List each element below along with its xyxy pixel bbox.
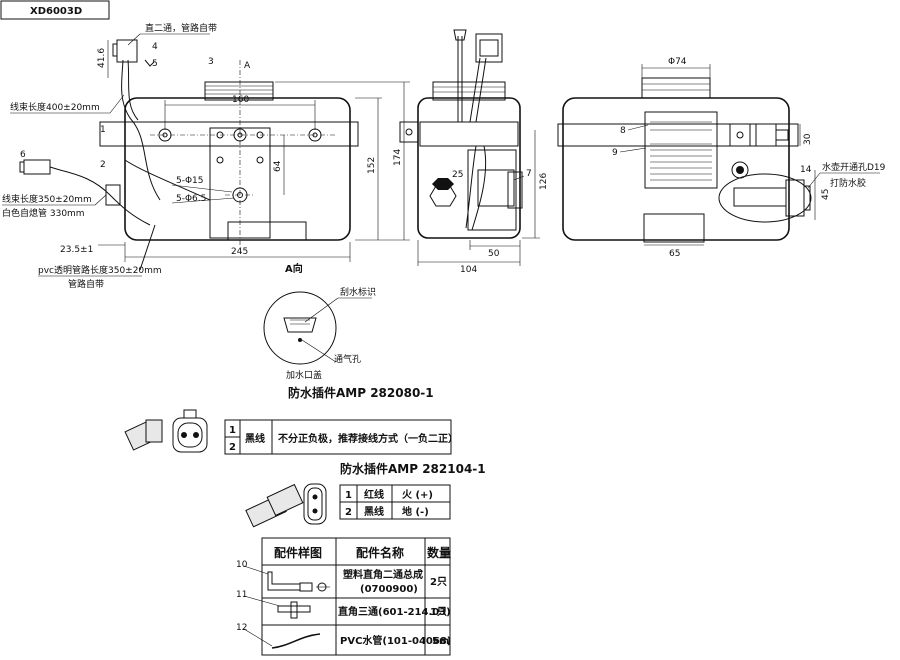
svg-text:2只: 2只 xyxy=(430,576,447,588)
view-arrow-a: A xyxy=(244,61,251,71)
harness-len-350: 线束长度350±20mm xyxy=(2,193,92,205)
dim-phi15: 5-Φ15 xyxy=(176,176,204,186)
part-11-sample xyxy=(277,601,311,619)
svg-text:1: 1 xyxy=(345,490,352,501)
svg-text:8: 8 xyxy=(620,126,626,136)
dim-phi74: Φ74 xyxy=(668,57,687,67)
rear-pump xyxy=(643,213,705,243)
svg-text:(0700900): (0700900) xyxy=(360,584,418,595)
svg-text:不分正负极，推荐接线方式（一负二正）: 不分正负极，推荐接线方式（一负二正） xyxy=(278,432,458,445)
svg-text:11: 11 xyxy=(236,590,247,600)
dim-64: 64 xyxy=(273,160,283,172)
dim-phi6-5: 5-Φ6.5 xyxy=(176,194,206,204)
part-10-sample xyxy=(267,571,330,592)
svg-text:5m: 5m xyxy=(432,636,449,647)
dim-245: 245 xyxy=(231,247,248,257)
svg-text:直角三通(601-214.03): 直角三通(601-214.03) xyxy=(338,605,451,618)
svg-text:配件名称: 配件名称 xyxy=(356,545,404,560)
connector2-icon xyxy=(245,483,327,528)
svg-text:2: 2 xyxy=(229,442,236,453)
tank-body xyxy=(124,97,351,241)
dim-25: 25 xyxy=(452,170,463,180)
dim-41-6: 41.6 xyxy=(97,48,107,68)
pvc-tube-label-2: 管路自带 xyxy=(68,278,104,290)
svg-text:14: 14 xyxy=(800,165,812,175)
svg-text:塑料直角二通总成: 塑料直角二通总成 xyxy=(343,568,423,581)
label-sticker xyxy=(644,111,718,189)
svg-text:黑线: 黑线 xyxy=(245,432,265,445)
callout-3way: 直二通，管路自带 xyxy=(145,22,217,34)
svg-text:6: 6 xyxy=(20,150,26,160)
cap-label: 加水口盖 xyxy=(286,369,322,381)
side-connector xyxy=(475,33,503,63)
svg-text:2: 2 xyxy=(100,160,106,170)
svg-text:2: 2 xyxy=(345,507,352,518)
dim-30: 30 xyxy=(803,133,813,145)
water-mark-label: 刮水标识 xyxy=(340,286,376,298)
bracket-band xyxy=(99,121,359,147)
parts-table: 配件样图 配件名称 数量 10 塑料直角二通总成 (0700900) 2只 11… xyxy=(236,537,451,656)
dim-126: 126 xyxy=(539,173,549,190)
svg-text:数量: 数量 xyxy=(427,545,451,560)
svg-text:配件样图: 配件样图 xyxy=(274,545,322,560)
dim-65: 65 xyxy=(669,249,680,259)
front-view: 160 64 245 152 174 41.6 直二通，管路自带 线束长度400… xyxy=(2,22,410,290)
svg-text:火 (+): 火 (+) xyxy=(402,489,433,501)
dim-104: 104 xyxy=(460,265,477,275)
svg-text:4: 4 xyxy=(152,42,158,52)
view-a-title: A向 xyxy=(285,262,303,275)
white-tube: 白色自熄管 330mm xyxy=(2,207,85,219)
side-cap xyxy=(432,81,506,101)
rear-cap xyxy=(641,77,711,99)
hole-note: 水壶开通孔D19 xyxy=(822,161,886,173)
drawing-code: XD6003D xyxy=(30,6,82,17)
left-connector xyxy=(23,159,51,175)
harness-len-400: 线束长度400±20mm xyxy=(10,101,100,113)
svg-text:黑线: 黑线 xyxy=(364,505,384,518)
dim-23-5: 23.5±1 xyxy=(60,245,93,255)
hole-note-2: 打防水胶 xyxy=(830,177,866,189)
rear-tank xyxy=(562,97,790,241)
connector2-title: 防水插件AMP 282104-1 xyxy=(340,461,486,476)
connector1-title: 防水插件AMP 282080-1 xyxy=(288,385,434,400)
svg-text:3: 3 xyxy=(208,57,214,67)
part-12-sample xyxy=(271,633,321,649)
dim-160: 160 xyxy=(232,95,249,105)
svg-text:9: 9 xyxy=(612,148,618,158)
svg-text:1只: 1只 xyxy=(430,606,447,618)
svg-text:12: 12 xyxy=(236,623,247,633)
connector1-icon xyxy=(124,409,208,453)
cap xyxy=(204,81,274,101)
cap-circle xyxy=(263,291,337,365)
svg-text:5: 5 xyxy=(152,59,158,69)
svg-text:1: 1 xyxy=(100,125,106,135)
view-a: A向 刮水标识 通气孔 加水口盖 xyxy=(263,262,376,381)
hole-detail xyxy=(718,173,812,223)
dim-45: 45 xyxy=(821,189,831,200)
dim-50: 50 xyxy=(488,249,500,259)
svg-text:PVC水管(101-04068): PVC水管(101-04068) xyxy=(340,634,451,647)
vent-label: 通气孔 xyxy=(334,353,361,365)
dim-174: 174 xyxy=(393,149,403,166)
rear-view: Φ74 65 30 45 水壶开通孔D19 打防水胶 8 9 14 xyxy=(557,57,886,259)
connector-2: 防水插件AMP 282104-1 1 红线 火 (+) 2 黑线 地 (-) xyxy=(245,461,486,528)
svg-text:1: 1 xyxy=(229,425,236,436)
svg-text:7: 7 xyxy=(526,169,532,179)
dim-152: 152 xyxy=(367,157,377,174)
drawing-code-box xyxy=(0,0,110,20)
pvc-tube-label: pvc透明管路长度350±20mm xyxy=(38,264,162,276)
top-connector xyxy=(116,39,138,63)
svg-text:地 (-): 地 (-) xyxy=(402,505,429,518)
side-view: 104 50 25 126 7 xyxy=(399,29,549,275)
svg-text:红线: 红线 xyxy=(364,488,384,501)
side-tank xyxy=(417,97,521,239)
connector-1: 防水插件AMP 282080-1 1 2 黑线 不分正负极，推荐接线方式（一负二… xyxy=(124,385,458,455)
svg-text:10: 10 xyxy=(236,560,248,570)
